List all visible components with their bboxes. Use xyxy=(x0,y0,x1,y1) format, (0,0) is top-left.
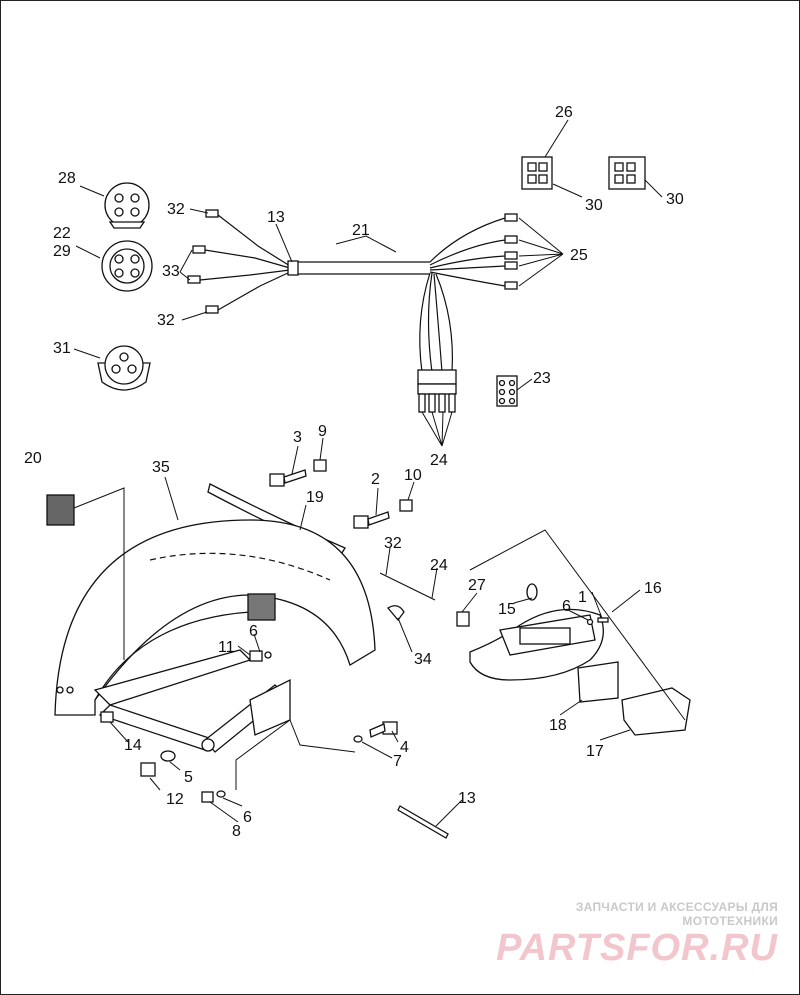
connector-22-29 xyxy=(101,240,153,292)
callout-17: 17 xyxy=(586,743,604,760)
callout-labels: 1 2 3 4 5 6 6 6 7 8 9 10 11 12 13 13 14 … xyxy=(24,104,684,840)
screw-1 xyxy=(597,617,609,623)
cable-tie-13 xyxy=(397,805,449,839)
connector-23 xyxy=(496,375,518,407)
leader-lines xyxy=(73,119,663,827)
nut-12 xyxy=(140,762,156,777)
callout-4: 4 xyxy=(400,739,409,756)
connector-27 xyxy=(456,611,470,627)
reflector-20 xyxy=(46,494,75,526)
callout-21: 21 xyxy=(352,222,370,239)
watermark-logo: PARTSFOR.RU xyxy=(496,927,778,969)
callout-9: 9 xyxy=(318,423,327,440)
callout-5: 5 xyxy=(184,769,193,786)
lens-17 xyxy=(621,687,691,736)
tail-lamp-16 xyxy=(469,608,604,681)
callout-19: 19 xyxy=(306,489,324,506)
callout-18: 18 xyxy=(549,717,567,734)
callout-6-b: 6 xyxy=(562,598,571,615)
callout-32-c: 32 xyxy=(384,535,402,552)
callout-8: 8 xyxy=(232,823,241,840)
grommet-34 xyxy=(387,605,405,622)
callout-30-b: 30 xyxy=(666,191,684,208)
callout-20: 20 xyxy=(24,450,42,467)
callout-11: 11 xyxy=(218,639,235,656)
watermark: ЗАПЧАСТИ И АКСЕССУАРЫ ДЛЯ МОТОТЕХНИКИ PA… xyxy=(478,900,778,968)
callout-10: 10 xyxy=(404,467,422,484)
callout-7: 7 xyxy=(393,753,402,770)
wiring-harness xyxy=(187,209,518,413)
connector-housing-30 xyxy=(608,156,646,190)
nut-8 xyxy=(201,791,214,803)
nut-14 xyxy=(100,711,114,723)
callout-13-b: 13 xyxy=(458,790,476,807)
connector-31 xyxy=(97,345,151,391)
washer-6-b xyxy=(586,618,594,626)
bolt-3 xyxy=(269,469,307,487)
bulb-15 xyxy=(526,583,538,601)
nut-9 xyxy=(313,459,327,472)
callout-34: 34 xyxy=(414,651,432,668)
bolt-4 xyxy=(369,721,398,738)
callout-31: 31 xyxy=(53,340,71,357)
callout-33: 33 xyxy=(162,263,180,280)
washer-5 xyxy=(160,750,176,762)
callout-28: 28 xyxy=(58,170,76,187)
nut-11 xyxy=(249,650,263,662)
callout-24-b: 24 xyxy=(430,557,448,574)
callout-24-a: 24 xyxy=(430,452,448,469)
callout-35: 35 xyxy=(152,459,170,476)
nut-10 xyxy=(399,499,413,512)
callout-27: 27 xyxy=(468,577,486,594)
callout-3: 3 xyxy=(293,429,302,446)
callout-13-a: 13 xyxy=(267,209,285,226)
watermark-tagline: ЗАПЧАСТИ И АКСЕССУАРЫ ДЛЯ МОТОТЕХНИКИ xyxy=(575,900,778,928)
callout-22: 22 xyxy=(53,225,71,242)
gasket-18 xyxy=(577,661,619,703)
washer-6-c xyxy=(216,790,226,798)
callout-1: 1 xyxy=(578,589,587,606)
callout-12: 12 xyxy=(166,791,184,808)
callout-16: 16 xyxy=(644,580,662,597)
callout-32-b: 32 xyxy=(157,312,175,329)
washer-7 xyxy=(353,735,363,743)
connector-housing-26 xyxy=(521,156,553,190)
callout-29: 29 xyxy=(53,243,71,260)
callout-25: 25 xyxy=(570,247,588,264)
lead-32-24 xyxy=(379,572,436,601)
washer-6-a xyxy=(264,651,272,659)
callout-2: 2 xyxy=(371,471,380,488)
callout-14: 14 xyxy=(124,737,142,754)
callout-15: 15 xyxy=(498,601,516,618)
connector-28 xyxy=(104,182,150,229)
callout-6-a: 6 xyxy=(249,623,258,640)
callout-30-a: 30 xyxy=(585,197,603,214)
callout-23: 23 xyxy=(533,370,551,387)
callout-6-c: 6 xyxy=(243,809,252,826)
bolt-2 xyxy=(353,511,390,529)
callout-32-a: 32 xyxy=(167,201,185,218)
callout-26: 26 xyxy=(555,104,573,121)
